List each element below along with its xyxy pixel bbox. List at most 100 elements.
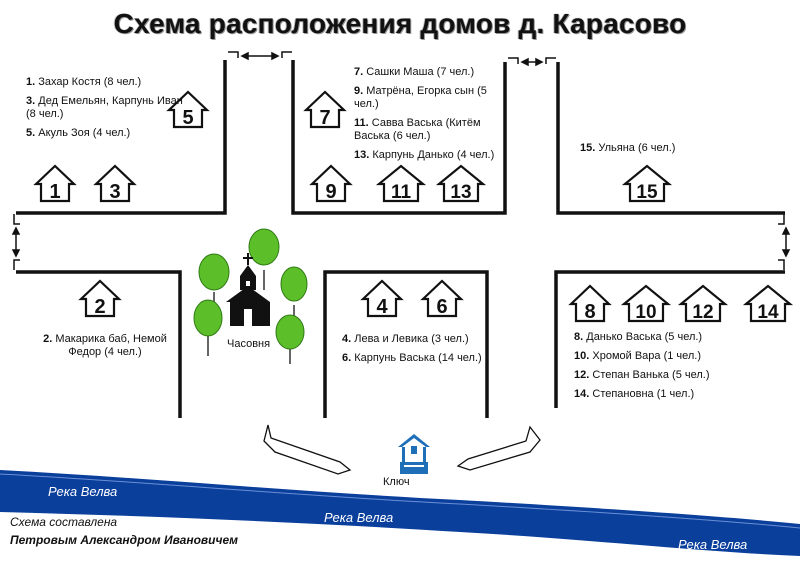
gate-top-right-b — [545, 57, 556, 64]
legend-item-number: 8 — [574, 331, 583, 343]
legend-item-text: Лева и Левика (3 чел.) — [351, 333, 469, 345]
legend-item-number: 4 — [342, 333, 351, 345]
stream-arrow-left — [263, 424, 352, 475]
gates — [13, 51, 785, 270]
house-number: 1 — [49, 181, 60, 203]
house-icon — [742, 284, 794, 323]
house-13: 13 — [435, 164, 487, 203]
street-line-top-left — [16, 60, 227, 215]
house-4: 4 — [360, 279, 404, 318]
legend-item-number: 5 — [26, 127, 35, 139]
house-5: 5 — [166, 90, 210, 129]
house-number: 3 — [109, 181, 120, 203]
house-icon — [568, 284, 612, 323]
house-number: 2 — [94, 296, 105, 318]
legend-item-text: Карпунь Данько (4 чел.) — [369, 149, 495, 161]
legend-top-left: 1 Захар Костя (8 чел.)3 Дед Емельян, Кар… — [26, 76, 186, 146]
house-icon — [303, 90, 347, 129]
legend-item: 7 Сашки Маша (7 чел.) — [354, 66, 500, 79]
legend-item-text: Акуль Зоя (4 чел.) — [35, 127, 131, 139]
tree-1 — [198, 253, 230, 312]
gate-top-right-a — [508, 57, 519, 64]
house-icon — [677, 284, 729, 323]
house-3: 3 — [93, 164, 137, 203]
house-number: 9 — [325, 181, 336, 203]
tree-4 — [193, 299, 223, 356]
house-icon — [93, 164, 137, 203]
legend-item: 15 Ульяна (6 чел.) — [580, 142, 730, 155]
street-line-top-center — [291, 60, 507, 215]
gate-left-b — [13, 259, 20, 270]
legend-item-number: 6 — [342, 352, 351, 364]
house-11: 11 — [375, 164, 427, 203]
house-icon — [166, 90, 210, 129]
author-caption: Схема составлена — [10, 515, 118, 529]
street-line-bottom-left — [16, 270, 182, 418]
house-icon — [309, 164, 353, 203]
legend-item-number: 11 — [354, 117, 369, 129]
legend-bottom-center: 4 Лева и Левика (3 чел.)6 Карпунь Васька… — [342, 333, 492, 371]
legend-item: 13 Карпунь Данько (4 чел.) — [354, 149, 500, 162]
gate-top-left-b — [281, 51, 292, 58]
chapel-icon — [226, 253, 270, 326]
legend-item-text: Савва Васька (Китём Васька (6 чел.) — [354, 117, 481, 142]
house-10: 10 — [620, 284, 672, 323]
legend-item: 3 Дед Емельян, Карпунь Иван (8 чел.) — [26, 95, 186, 121]
streets — [16, 60, 785, 418]
legend-item: 2 Макарика баб, Немой Федор (4 чел.) — [34, 333, 176, 359]
legend-item-text: Захар Костя (8 чел.) — [35, 76, 142, 88]
gate-right-b — [778, 259, 785, 270]
house-12: 12 — [677, 284, 729, 323]
legend-item-number: 15 — [580, 142, 595, 154]
legend-item: 5 Акуль Зоя (4 чел.) — [26, 127, 186, 140]
legend-item-text: Карпунь Васька (14 чел.) — [351, 352, 482, 364]
house-15: 15 — [621, 164, 673, 203]
legend-item-text: Дед Емельян, Карпунь Иван (8 чел.) — [26, 95, 183, 120]
gate-left-a — [13, 214, 20, 225]
street-line-top-right — [556, 62, 785, 215]
house-2: 2 — [78, 279, 122, 318]
legend-bottom-left: 2 Макарика баб, Немой Федор (4 чел.) — [34, 333, 176, 365]
house-number: 14 — [757, 302, 779, 323]
house-number: 8 — [584, 301, 595, 323]
house-6: 6 — [420, 279, 464, 318]
house-number: 7 — [319, 107, 330, 129]
page-title: Схема расположения домов д. Карасово — [113, 8, 687, 39]
house-number: 4 — [376, 296, 388, 318]
legend-item-number: 2 — [43, 333, 52, 345]
legend-item-text: Ульяна (6 чел.) — [595, 142, 676, 154]
house-icon — [78, 279, 122, 318]
tree-5 — [275, 314, 305, 364]
house-14: 14 — [742, 284, 794, 323]
house-number: 12 — [692, 302, 713, 323]
trees — [193, 228, 308, 364]
gate-right-a — [778, 214, 785, 225]
river — [0, 470, 800, 556]
house-number: 6 — [436, 296, 447, 318]
house-icon — [360, 279, 404, 318]
chapel-label: Часовня — [227, 338, 271, 350]
legend-top-right: 15 Ульяна (6 чел.) — [580, 142, 730, 161]
river-label-2: Река Велва — [324, 510, 394, 525]
legend-item-number: 3 — [26, 95, 35, 107]
house-9: 9 — [309, 164, 353, 203]
legend-item-number: 9 — [354, 85, 363, 97]
stream-arrow-right — [456, 425, 541, 471]
house-8: 8 — [568, 284, 612, 323]
legend-item-text: Данько Васька (5 чел.) — [583, 331, 703, 343]
house-number: 13 — [450, 182, 471, 203]
legend-item-text: Степан Ванька (5 чел.) — [589, 369, 710, 381]
house-1: 1 — [33, 164, 77, 203]
tree-2 — [248, 228, 280, 290]
street-line-bottom-right — [554, 270, 785, 408]
author-name: Петровым Александром Ивановичем — [10, 533, 239, 547]
gate-top-left-a — [228, 51, 239, 58]
tree-3 — [280, 266, 308, 320]
legend-item-number: 10 — [574, 350, 589, 362]
house-icon — [435, 164, 487, 203]
house-icon — [620, 284, 672, 323]
legend-item-text: Сашки Маша (7 чел.) — [363, 66, 475, 78]
house-number: 5 — [182, 107, 193, 129]
legend-item: 9 Матрёна, Егорка сын (5 чел.) — [354, 85, 500, 111]
